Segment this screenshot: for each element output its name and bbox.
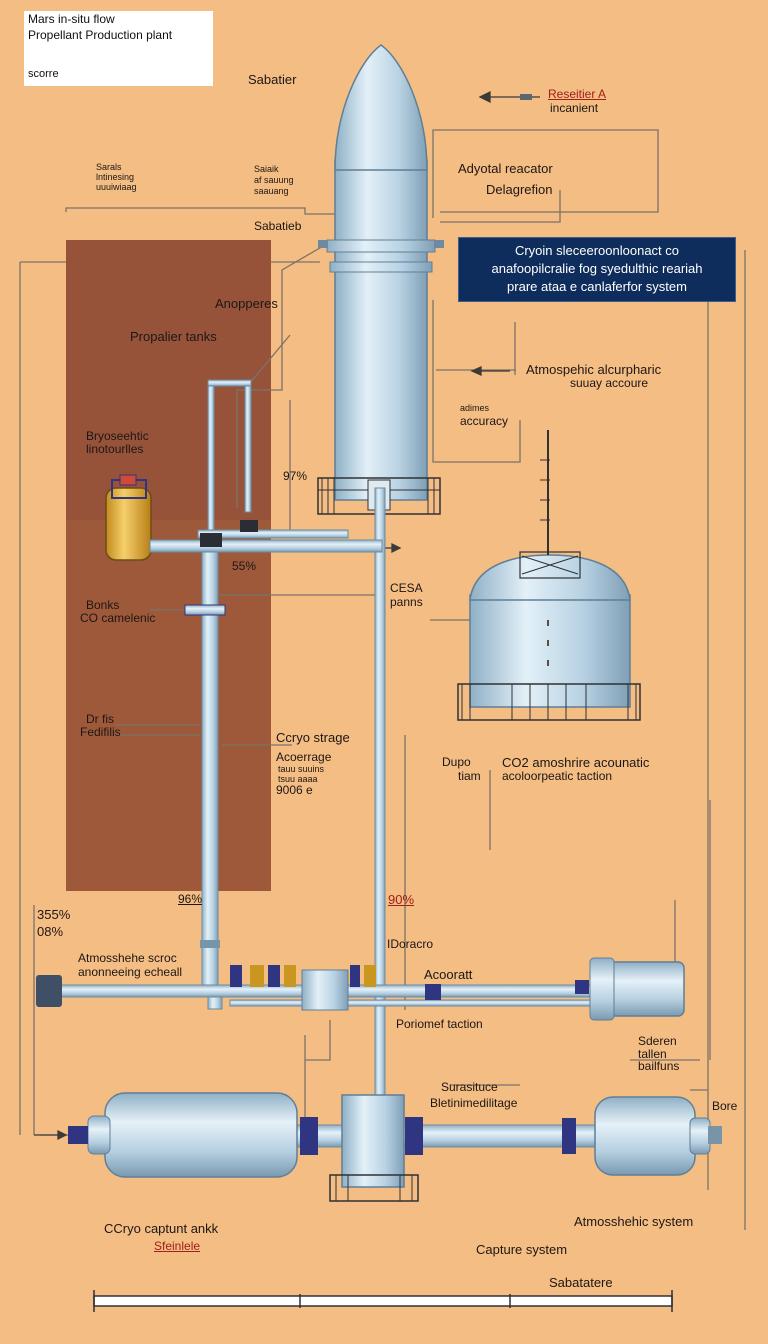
title-line-3: scorre bbox=[28, 68, 59, 80]
label-cesa-1: CESA bbox=[390, 581, 423, 595]
label-co2-1: CO2 amoshrire acounatic bbox=[502, 755, 650, 770]
label-bore: Bore bbox=[712, 1099, 738, 1113]
label-ccryo-capturt: CCryo captunt ankk bbox=[104, 1221, 219, 1236]
label-pct-90: 90% bbox=[388, 892, 415, 907]
label-atmos-system: Atmosshehic system bbox=[574, 1214, 694, 1229]
label-bryosonic-1: Bryoseehtic bbox=[86, 429, 149, 443]
wire-network bbox=[19, 129, 746, 1230]
label-admes: adimes bbox=[460, 403, 490, 413]
inlet-cap bbox=[36, 975, 62, 1007]
valve-fittings bbox=[200, 520, 589, 1011]
label-surasituce: Surasituce bbox=[441, 1080, 498, 1094]
label-small-cryo-1: tauu suuins bbox=[278, 764, 325, 774]
propellant-tank-zone-lower bbox=[66, 520, 271, 891]
label-co-camelenic: CO camelenic bbox=[80, 611, 156, 625]
banner-line-1: Cryoin sleceeroonloonact co bbox=[514, 243, 680, 258]
title-line-2: Propellant Production plant bbox=[28, 28, 173, 42]
banner-line-2: anafoopilcralie fog syedulthic reariah bbox=[491, 261, 703, 276]
title-line-1: Mars in-situ flow bbox=[28, 12, 115, 26]
label-sderen-1: Sderen bbox=[638, 1034, 677, 1048]
label-9006: 9006 e bbox=[276, 783, 313, 797]
label-resolution: Reseitier A bbox=[548, 87, 607, 101]
banner-line-3: prare ataa e canlaferfor system bbox=[507, 279, 687, 294]
label-small-mid-2: af sauung bbox=[254, 175, 294, 185]
label-dupo-1: Dupo bbox=[442, 755, 471, 769]
label-atmospheric-1: Atmospehic alcurpharic bbox=[526, 362, 662, 377]
propellant-yellow-tank bbox=[105, 474, 152, 561]
scale-bar bbox=[93, 1290, 673, 1312]
info-banner: Cryoin sleceeroonloonact co anafoopilcra… bbox=[458, 237, 736, 302]
label-capture-system: Capture system bbox=[476, 1242, 568, 1257]
label-acoorat: Acooratt bbox=[424, 967, 473, 982]
label-fedifilis: Fedifilis bbox=[80, 725, 121, 739]
label-small-left-3: uuuiwiaag bbox=[96, 182, 137, 192]
label-cryo-strage: Ccryo strage bbox=[276, 730, 350, 745]
atmospheric-capture-tank bbox=[589, 957, 685, 1021]
label-bryosonic-2: linotourlles bbox=[86, 442, 144, 456]
label-propalier: Propalier tanks bbox=[130, 329, 217, 344]
label-sfeinlele: Sfeinlele bbox=[154, 1239, 201, 1253]
sabatier-reactor-tower bbox=[317, 44, 444, 515]
label-atmospheric-2: suuay accoure bbox=[570, 376, 649, 390]
label-sabatier: Sabatier bbox=[248, 72, 297, 87]
arrow-plug bbox=[520, 94, 532, 100]
label-accuracy: accuracy bbox=[460, 414, 509, 428]
label-anopperes: Anopperes bbox=[215, 296, 278, 311]
label-sderen-2: tallen bbox=[638, 1047, 667, 1061]
label-dr-fis: Dr fis bbox=[86, 712, 114, 726]
label-sderen-3: bailfuns bbox=[638, 1059, 680, 1073]
label-acoerrage: Acoerrage bbox=[276, 750, 332, 764]
label-idoracro: IDoracro bbox=[387, 937, 434, 951]
label-small-mid-3: saauang bbox=[254, 186, 289, 196]
label-cesa-2: panns bbox=[390, 595, 423, 609]
label-atmos-scroc-2: anonneeing echeall bbox=[78, 965, 183, 979]
label-bletinimed: Bletinimedilitage bbox=[430, 1096, 518, 1110]
co2-storage-tank bbox=[457, 430, 641, 721]
label-adyotal: Adyotal reacator bbox=[458, 161, 553, 176]
label-sabatatere: Sabatatere bbox=[549, 1275, 613, 1290]
label-small-left-1: Sarals bbox=[96, 162, 122, 172]
label-pct-08: 08% bbox=[37, 924, 64, 939]
label-pct-97: 97% bbox=[283, 469, 308, 483]
label-small-left-2: lntinesing bbox=[96, 172, 135, 182]
label-incandent: incanient bbox=[550, 101, 599, 115]
arrow-icons bbox=[34, 90, 540, 1141]
label-bonks: Bonks bbox=[86, 598, 120, 612]
label-atmos-scroc-1: Atmosshehe scroc bbox=[78, 951, 177, 965]
label-dupo-2: tiam bbox=[458, 769, 481, 783]
title-box: Mars in-situ flow Propellant Production … bbox=[24, 11, 213, 86]
label-sabatieb: Sabatieb bbox=[254, 219, 302, 233]
cryo-capture-tanks bbox=[68, 1092, 722, 1202]
label-pct-55: 55% bbox=[232, 559, 257, 573]
label-pct-355: 355% bbox=[37, 907, 71, 922]
label-small-cryo-2: tsuu aaaa bbox=[278, 774, 318, 784]
label-pct-96: 96% bbox=[178, 892, 203, 906]
label-poriomel: Poriomef taction bbox=[396, 1017, 483, 1031]
label-co2-2: acoloorpeatic taction bbox=[502, 769, 613, 783]
label-delagrefion: Delagrefion bbox=[486, 182, 553, 197]
label-small-mid-1: Saiaik bbox=[254, 164, 279, 174]
